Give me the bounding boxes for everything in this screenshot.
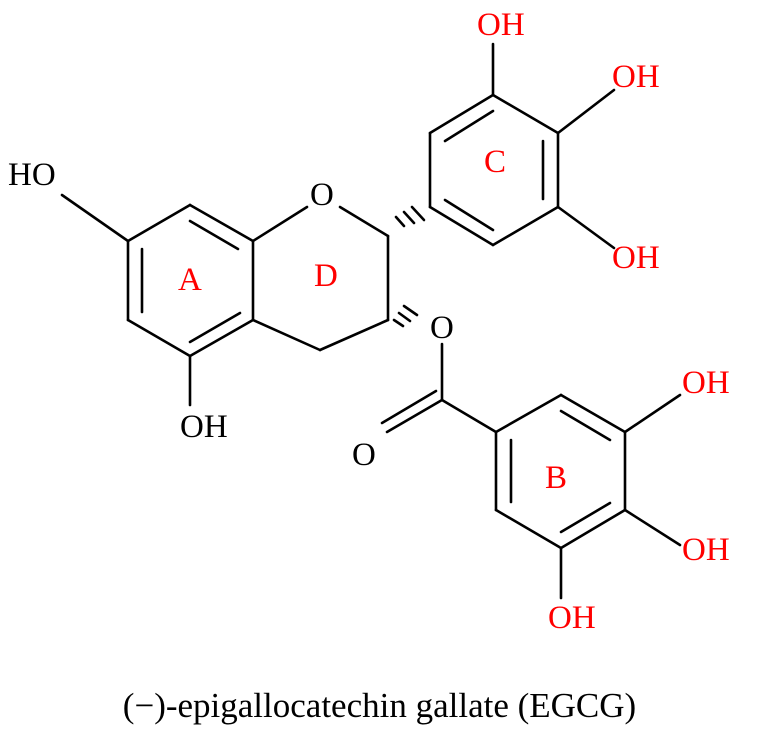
ring-d-bonds (251, 205, 390, 352)
hydroxyl-label-ring-b-top: OH (682, 365, 730, 401)
hydroxyl-label-ring-c-bottom: OH (612, 240, 660, 276)
hydroxyl-label-ring-a-5: OH (180, 409, 228, 445)
ring-b-bonds (494, 393, 627, 550)
hydroxyl-label-ring-b-mid: OH (682, 532, 730, 568)
hashed-bond-c3 (392, 304, 419, 328)
hydroxyl-label-ring-a-7: HO (8, 157, 56, 193)
hydroxyl-label-ring-c-mid: OH (612, 59, 660, 95)
hydroxyl-label-ring-b-bottom: OH (548, 600, 596, 636)
ring-label-d: D (314, 258, 338, 294)
ring-a-substituent-bonds (60, 193, 192, 407)
hydroxyl-label-ring-c-top: OH (477, 7, 525, 43)
ring-label-b: B (545, 460, 567, 496)
compound-name-caption: (−)-epigallocatechin gallate (EGCG) (122, 686, 637, 725)
ring-oxygen-label: O (310, 177, 334, 213)
ring-c-bonds (428, 93, 560, 247)
ring-a-bonds (126, 203, 255, 358)
carbonyl-oxygen-label: O (352, 437, 376, 473)
ring-label-c: C (484, 144, 506, 180)
ring-label-a: A (178, 262, 202, 298)
ester-bonds (380, 342, 498, 434)
ester-oxygen-label: O (430, 310, 454, 346)
ring-c-substituent-bonds (491, 42, 616, 250)
ring-b-substituent-bonds (559, 393, 682, 600)
hashed-bond-c2 (394, 205, 426, 228)
